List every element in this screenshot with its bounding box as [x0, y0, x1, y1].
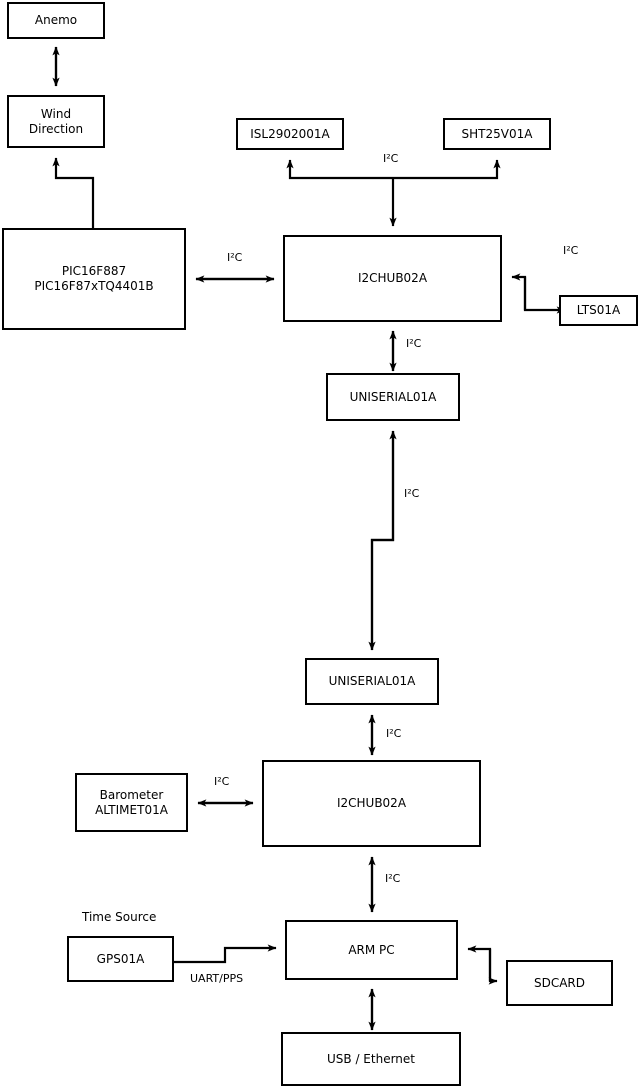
connector-hub-bus-isl — [286, 159, 393, 180]
node-sht25v01a-label: SHT25V01A — [461, 126, 533, 141]
connector-gps-armpc — [174, 944, 277, 964]
connector-sdcard-to-armpc — [467, 945, 492, 981]
edge-label-pic-hub: I²C — [227, 251, 243, 264]
node-isl2902001a-label: ISL2902001A — [250, 126, 330, 141]
node-arm-pc[interactable]: ARM PC — [285, 920, 458, 980]
node-i2chub02a-top[interactable]: I2CHUB02A — [283, 235, 502, 322]
connector-uniserial-link-down — [368, 431, 395, 651]
edge-label-isl-sht-bus: I²C — [383, 152, 399, 165]
node-uniserial01a-upper-label: UNISERIAL01A — [349, 389, 437, 404]
edge-label-uniserial-dn-hub: I²C — [386, 727, 402, 740]
node-usb-ethernet[interactable]: USB / Ethernet — [281, 1032, 461, 1086]
edge-label-hub-armpc: I²C — [385, 872, 401, 885]
node-lts01a[interactable]: LTS01A — [559, 295, 638, 326]
node-isl2902001a[interactable]: ISL2902001A — [236, 118, 344, 150]
edge-label-uniserial-link: I²C — [404, 487, 420, 500]
connector-hub-bus-sht — [393, 159, 501, 180]
node-i2chub02a-bottom-label: I2CHUB02A — [336, 796, 407, 810]
edge-label-gps-armpc: UART/PPS — [190, 972, 244, 985]
node-gps01a-label: GPS01A — [96, 951, 145, 966]
node-wind-direction-label: Wind Direction — [28, 106, 84, 136]
connector-uniserial-link-up — [370, 430, 397, 650]
node-i2chub02a-bottom[interactable]: I2CHUB02A — [262, 760, 481, 847]
node-usb-ethernet-label: USB / Ethernet — [327, 1051, 415, 1066]
connector-armpc-to-sdcard — [488, 949, 498, 985]
edge-label-hub-lts: I²C — [563, 244, 579, 257]
label-time-source: Time Source — [82, 910, 157, 924]
node-pic-mcu-label: PIC16F887 PIC16F87xTQ4401B — [34, 264, 154, 293]
node-anemo[interactable]: Anemo — [7, 2, 105, 39]
node-uniserial01a-upper[interactable]: UNISERIAL01A — [326, 373, 460, 421]
node-uniserial01a-lower[interactable]: UNISERIAL01A — [305, 658, 439, 705]
node-wind-direction[interactable]: Wind Direction — [7, 95, 105, 148]
node-pic-mcu[interactable]: PIC16F887 PIC16F87xTQ4401B — [2, 228, 186, 330]
edge-label-hub-uniserial-up: I²C — [406, 337, 422, 350]
connector-pic-wind — [52, 157, 95, 228]
node-sdcard[interactable]: SDCARD — [506, 960, 613, 1006]
node-gps01a[interactable]: GPS01A — [67, 936, 174, 982]
node-anemo-label: Anemo — [34, 13, 78, 27]
node-i2chub02a-top-label: I2CHUB02A — [357, 271, 428, 285]
node-sht25v01a[interactable]: SHT25V01A — [443, 118, 551, 150]
edge-label-barometer-hub: I²C — [214, 775, 230, 788]
connector-lts-to-hub — [511, 273, 527, 310]
node-arm-pc-label: ARM PC — [348, 942, 395, 957]
node-barometer-altimet01a[interactable]: Barometer ALTIMET01A — [75, 773, 188, 832]
node-lts01a-label: LTS01A — [576, 303, 621, 317]
node-barometer-altimet01a-label: Barometer ALTIMET01A — [95, 787, 168, 817]
node-uniserial01a-lower-label: UNISERIAL01A — [328, 674, 416, 688]
node-sdcard-label: SDCARD — [533, 975, 586, 990]
